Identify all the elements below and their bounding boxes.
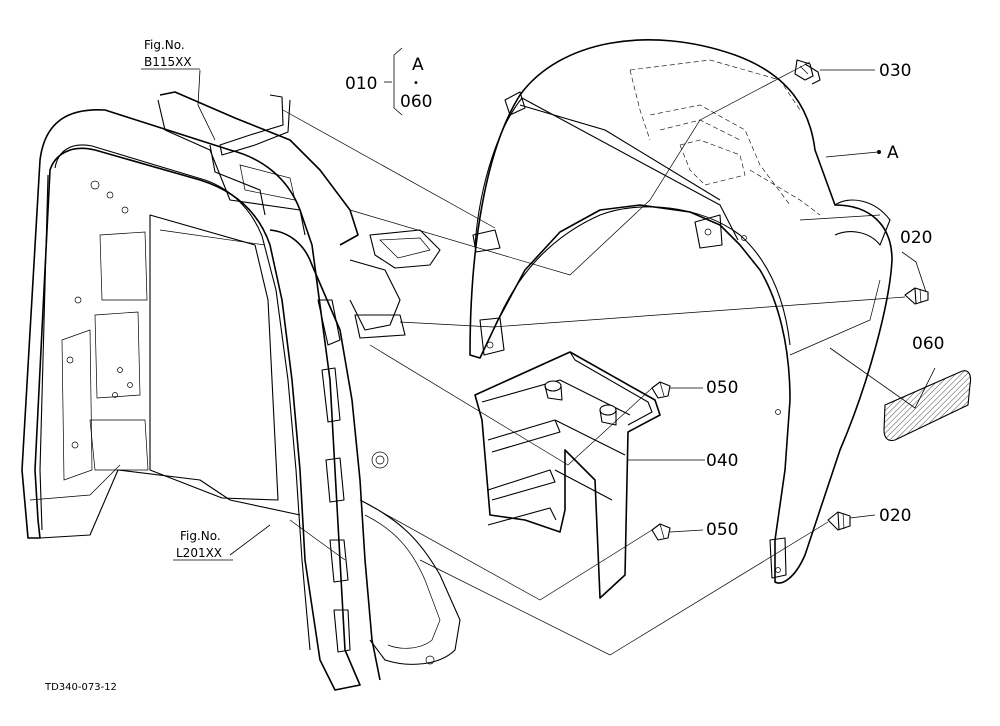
bolt-icon (651, 381, 671, 399)
fig-ref-title-l: Fig.No. (180, 529, 221, 543)
part-label-050-top: 050 (706, 378, 738, 398)
decal-plate (883, 370, 972, 442)
part-label-060: 060 (912, 334, 944, 354)
range-upper-label: A (412, 55, 424, 75)
fig-ref-code-l: L201XX (176, 546, 222, 560)
range-dot: • (413, 78, 419, 89)
part-label-a: A (887, 143, 899, 163)
part-label-050-bottom: 050 (706, 520, 738, 540)
leader-lines (159, 47, 936, 656)
bolt-icon (904, 287, 929, 305)
bolt-icon (651, 523, 671, 541)
bolt-icon (827, 511, 851, 531)
part-label-030: 030 (879, 61, 911, 81)
fig-ref-title-b: Fig.No. (144, 38, 185, 52)
part-label-020-bottom: 020 (879, 506, 911, 526)
bracket-040 (474, 351, 661, 599)
part-label-020-top: 020 (900, 228, 932, 248)
drawing-id: TD340-073-12 (44, 682, 117, 693)
part-label-040: 040 (706, 451, 738, 471)
fig-ref-code-b: B115XX (144, 55, 192, 69)
hood-cover (469, 39, 893, 584)
range-lower-label: 060 (400, 92, 432, 112)
frame-assembly (21, 91, 461, 691)
part-label-010: 010 (345, 74, 377, 94)
